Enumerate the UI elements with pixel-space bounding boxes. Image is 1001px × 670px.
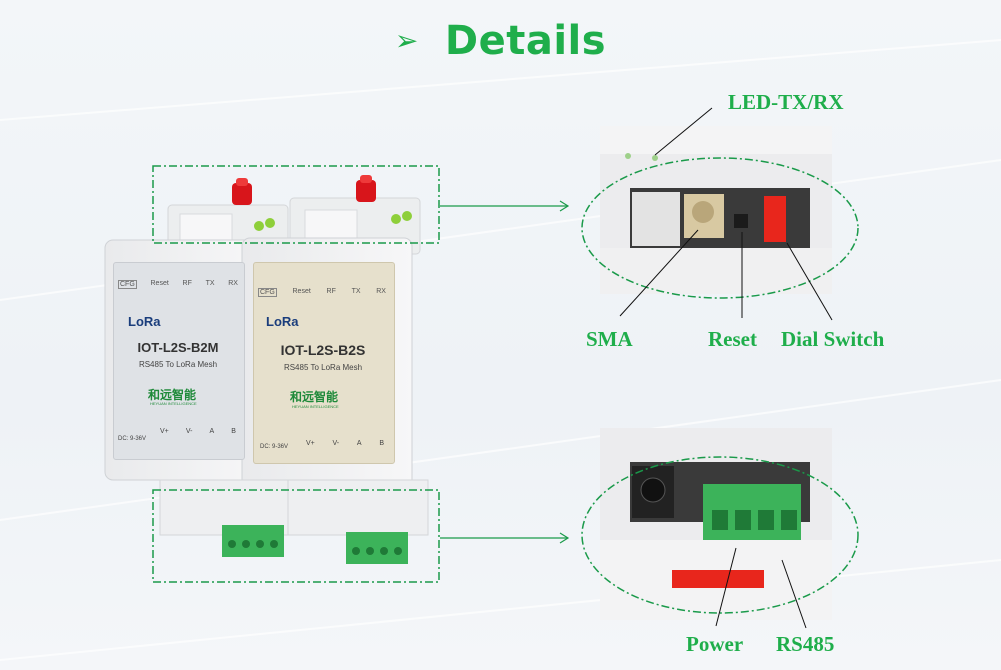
terminal-label: V+ (306, 440, 315, 447)
bottom-highlight-box (152, 489, 440, 583)
led-right-1 (391, 214, 401, 224)
model-name: IOT-L2S-B2S (280, 342, 366, 358)
led-left-2 (265, 218, 275, 228)
callout-power: Power (686, 632, 744, 656)
rf-label: RF (182, 280, 192, 287)
terminal-label: V- (185, 428, 193, 435)
top-highlight-box (152, 165, 440, 244)
model-subtitle: RS485 To LoRa Mesh (283, 363, 363, 372)
rx-label: RX (376, 288, 386, 295)
page-title: ➢ Details (0, 18, 1001, 64)
dc-label: DC: 9-36V (260, 444, 289, 450)
cfg-label: CFG (258, 288, 277, 297)
terminal-block-right (346, 532, 408, 564)
model-subtitle: RS485 To LoRa Mesh (138, 360, 218, 369)
sma-antenna-right (356, 175, 376, 202)
sma-antenna-left (232, 178, 252, 205)
terminal-label: A (209, 428, 215, 435)
terminal-label: B (231, 428, 236, 435)
top-detail-ellipse (581, 157, 859, 299)
bottom-detail-photo (600, 428, 832, 620)
dc-label: DC: 9-36V (118, 436, 147, 442)
model-name: IOT-L2S-B2M (137, 340, 219, 355)
callout-reset: Reset (708, 327, 757, 351)
dial-switch (764, 196, 786, 242)
arrow-top (440, 200, 570, 212)
brand-en: HEYUAN INTELLIGENCE (150, 401, 197, 406)
terminal-block-left (222, 525, 284, 557)
terminal-label: V- (332, 440, 340, 447)
top-detail-photo (600, 126, 832, 294)
brand-en: HEYUAN INTELLIGENCE (292, 404, 339, 409)
page-title-text: Details (444, 18, 607, 64)
bottom-detail-ellipse (581, 456, 859, 614)
rf-label: RF (326, 288, 336, 295)
arrow-icon: ➢ (394, 24, 419, 57)
led-left-1 (254, 221, 264, 231)
reset-label: Reset (292, 288, 311, 295)
terminal-label: B (379, 440, 384, 447)
arrow-bottom (440, 532, 570, 544)
brand-cn: 和远智能 (290, 390, 339, 404)
cfg-label: CFG (118, 280, 137, 289)
callout-dial-switch: Dial Switch (781, 327, 885, 351)
faceplate-left (113, 262, 245, 460)
tx-label: TX (351, 288, 361, 295)
callout-rs485: RS485 (776, 632, 835, 656)
brand-cn: 和远智能 (148, 388, 197, 402)
lora-logo: LoRa (128, 314, 161, 329)
lora-logo: LoRa (266, 314, 299, 329)
reset-label: Reset (150, 280, 169, 287)
callout-sma: SMA (586, 327, 633, 351)
terminal-label: V+ (160, 428, 169, 435)
led-right-2 (402, 211, 412, 221)
rx-label: RX (228, 280, 238, 287)
terminal-label: A (356, 440, 362, 447)
tx-label: TX (205, 280, 215, 287)
callout-led-tx-rx: LED-TX/RX (728, 90, 844, 114)
